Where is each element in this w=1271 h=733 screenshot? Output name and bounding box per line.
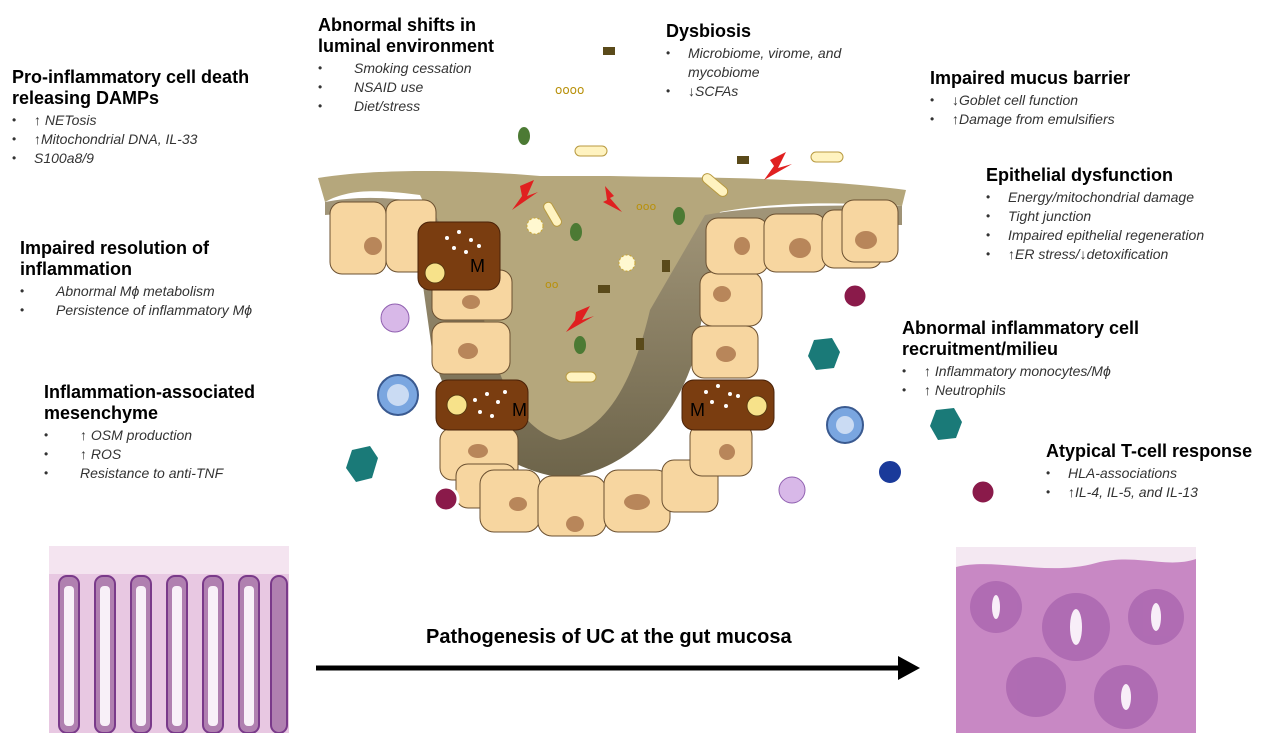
lymphocyte-icon [878, 460, 902, 484]
fungus-icon [570, 223, 582, 241]
macrophage-icon [930, 408, 962, 440]
microbe-icon [636, 338, 644, 350]
epithelial-cell [700, 272, 762, 326]
fungus-icon [574, 336, 586, 354]
goblet-label: M [690, 400, 705, 420]
microbe-icon [737, 156, 749, 164]
lightning-icon [764, 152, 792, 180]
microbe-icon [598, 285, 610, 293]
epithelial-cell [842, 200, 898, 262]
plasma-cell-icon [971, 480, 995, 504]
histology-uc-image [956, 547, 1196, 733]
microbe-icon [662, 260, 670, 272]
arrow-head-icon [898, 656, 920, 680]
coil-icon: oooo [555, 83, 584, 97]
plasma-cell-icon [434, 487, 458, 511]
dendritic-cell-icon [381, 304, 409, 332]
macrophage-icon [346, 446, 378, 482]
bacterium-icon [575, 146, 607, 156]
bacterium-icon [811, 152, 843, 162]
bacterium-icon [566, 372, 596, 382]
goblet-label: M [512, 400, 527, 420]
coil-icon: oo [545, 278, 559, 291]
microbe-icon [603, 47, 615, 55]
histology-normal-image [49, 546, 289, 733]
dendritic-cell-icon [779, 477, 805, 503]
goblet-label: M [470, 256, 485, 276]
pathogenesis-caption: Pathogenesis of UC at the gut mucosa [426, 626, 792, 649]
virus-icon [527, 218, 543, 234]
plasma-cell-icon [843, 284, 867, 308]
fungus-icon [673, 207, 685, 225]
epithelial-cell [330, 202, 386, 274]
macrophage-icon [808, 338, 840, 370]
fungus-icon [518, 127, 530, 145]
coil-icon: ooo [636, 200, 656, 213]
virus-icon [619, 255, 635, 271]
